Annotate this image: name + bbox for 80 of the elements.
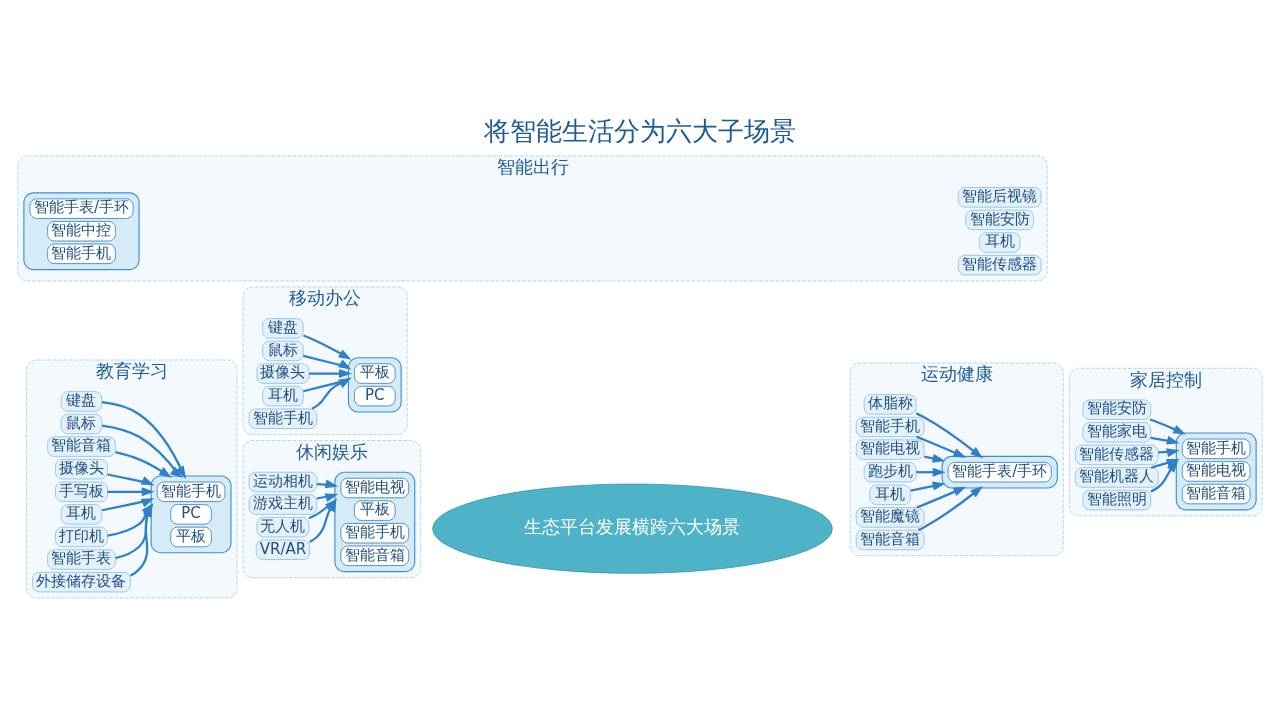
node-box: 智能传感器 [957,254,1042,275]
node-box: 智能安防 [1082,399,1152,420]
node-box: 耳机 [262,385,304,406]
arrow [115,450,172,478]
arrow [309,368,352,378]
node-box: 智能手机 [855,416,925,437]
node-box: 外接储存设备 [32,571,131,592]
node-ellipse: 生态平台发展横跨六大场景 [432,483,833,574]
arrow [915,411,983,459]
arrow [303,333,352,360]
arrow [303,354,352,369]
arrow [1150,435,1180,444]
node-box: 智能手表/手环 [29,197,134,219]
arrow [311,377,352,410]
node-box: 耳机 [869,484,911,505]
node-box: 智能魔镜 [855,506,925,528]
arrow [101,497,155,511]
node-box: 键盘 [60,390,103,412]
node-box: 摄像头 [55,458,108,479]
node-box: 智能手机 [340,522,410,543]
node-box: 智能后视镜 [957,186,1042,207]
node-box: 手写板 [55,481,108,502]
node-box: 智能机器人 [1075,466,1159,488]
node-box: 智能音箱 [340,545,410,566]
node-box: 平板 [170,526,212,547]
arrow [107,486,155,496]
arrow [101,400,187,479]
arrow [1150,459,1179,493]
node-box: 智能手机 [156,481,226,502]
node-box: 鼠标 [60,413,103,434]
node-box: 智能手表/手环 [947,461,1052,482]
node-box: 无人机 [256,516,310,537]
node-box: 智能中控 [47,220,116,241]
node-box: 智能音箱 [47,435,116,457]
node-box: 鼠标 [262,340,304,361]
node-box: PC [354,385,396,406]
node-box: 智能传感器 [1075,444,1159,465]
node-box: 打印机 [55,526,108,547]
node-box: 耳机 [60,503,103,525]
node-box: 智能手表 [47,548,116,570]
node-box: 智能手机 [47,243,116,264]
arrow [303,377,352,392]
arrow [916,435,967,458]
node-box: 智能安防 [965,209,1034,230]
node-box: 智能家电 [1082,421,1152,442]
cluster [334,471,416,572]
cluster [150,474,232,553]
cluster [347,356,402,413]
cluster [23,191,140,270]
node-box: 键盘 [262,317,304,339]
arrow [1149,417,1187,434]
arrow [916,467,946,477]
diagram-title: 将智能生活分为六大子场景 [484,115,796,146]
node-box: 游戏主机 [248,493,318,515]
node-box: 摄像头 [256,362,310,384]
cluster [1175,432,1257,510]
node-box: 智能电视 [855,438,925,460]
node-box: 平板 [354,499,396,521]
arrow [1150,458,1180,469]
arrow [101,423,183,478]
node-box: 平板 [354,362,396,384]
cluster [941,455,1058,489]
node-box: PC [170,503,212,525]
node-box: 智能手机 [1181,438,1251,459]
arrow [923,453,946,463]
node-box: 智能电视 [340,477,410,498]
node-box: 智能音箱 [1181,483,1251,504]
node-box: 智能电视 [1181,460,1251,482]
arrow [910,481,946,492]
arrow [107,472,155,485]
arrow [916,486,967,509]
node-box: VR/AR [255,539,311,560]
node-box: 耳机 [979,231,1021,253]
node-box: 智能照明 [1082,489,1152,510]
arrow [917,485,983,531]
node-box: 智能音箱 [855,529,925,550]
node-box: 跑步机 [863,461,917,482]
node-box: 智能手机 [248,408,318,429]
node-box: 运动相机 [248,471,318,492]
node-box: 体脂称 [863,393,917,415]
